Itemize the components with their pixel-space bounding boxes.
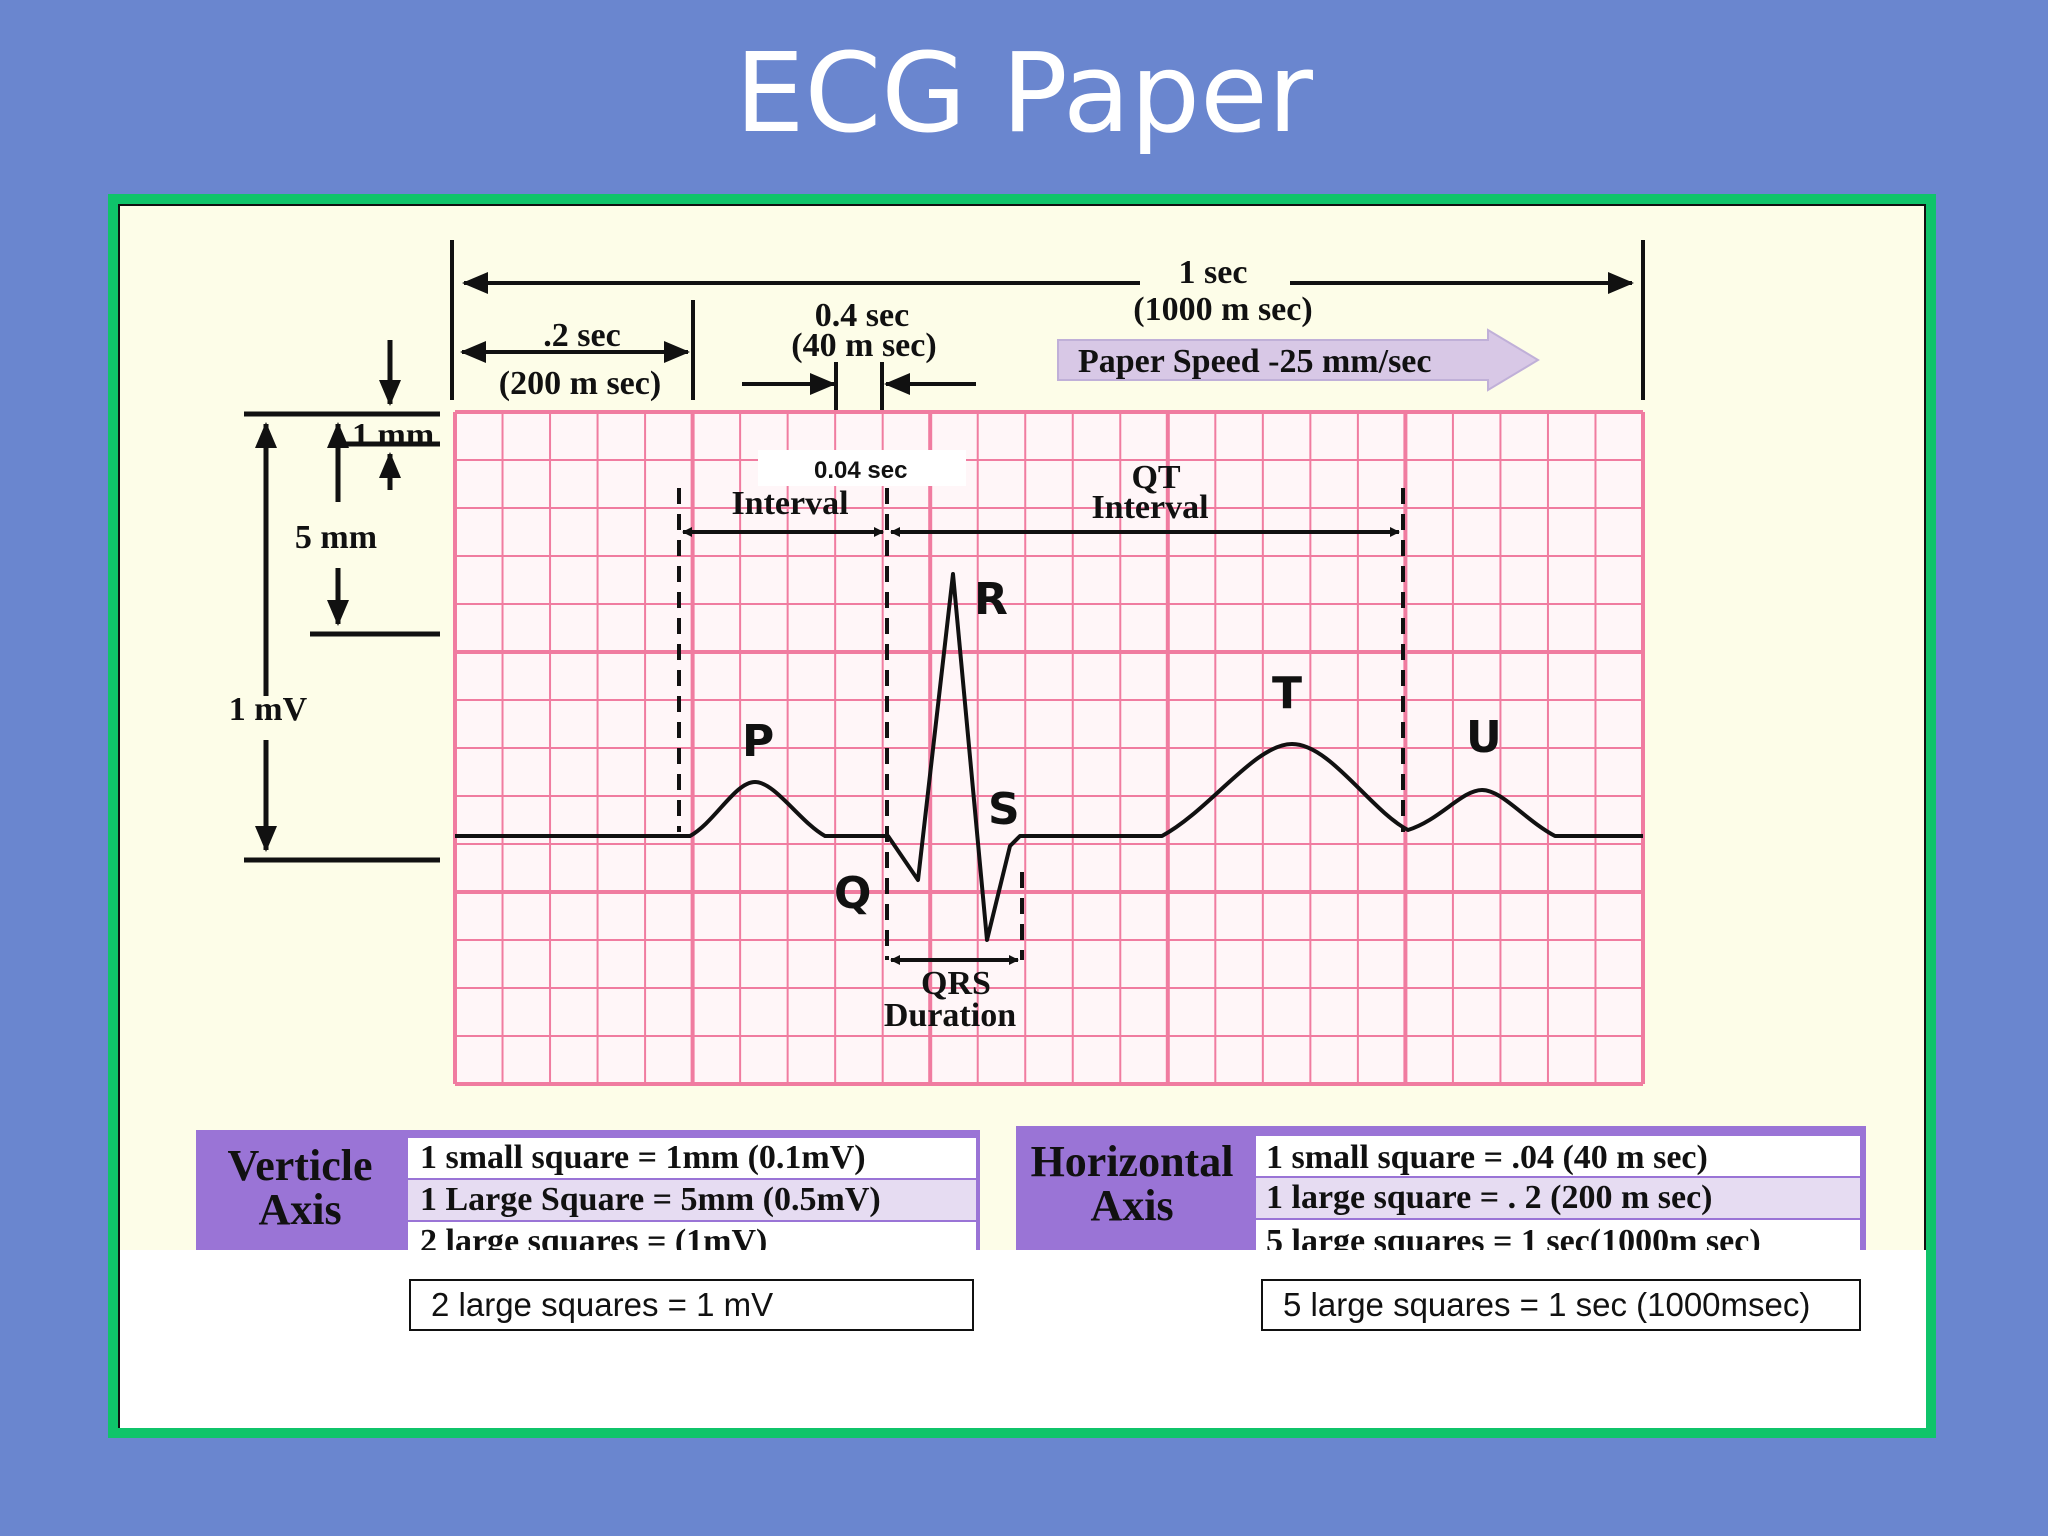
horizontal-axis-header-line1: Horizontal [1031, 1137, 1234, 1186]
vertical-scale [244, 340, 440, 863]
vertical-axis-header-line2: Axis [258, 1185, 341, 1234]
point2-ms-label: (200 m sec) [499, 365, 661, 402]
vertical-axis-table: Verticle Axis 1 small square = 1mm (0.1m… [196, 1130, 980, 1260]
qrs-label-line2: Duration [884, 997, 1016, 1034]
one-mm-label: 1 mm [352, 417, 434, 454]
notes-area [120, 1250, 1926, 1428]
vertical-axis-row: 1 Large Square = 5mm (0.5mV) [420, 1181, 881, 1218]
overlay-004-label: 0.04 sec [814, 457, 907, 484]
horizontal-axis-table: Horizontal Axis 1 small square = .04 (40… [1016, 1126, 1866, 1260]
wave-t-label: T [1272, 668, 1302, 719]
paper-speed-arrow [1057, 328, 1540, 392]
qrs-label-line1: QRS [921, 965, 991, 1002]
one-sec-ms-label: (1000 m sec) [1133, 291, 1312, 328]
wave-r-label: R [974, 574, 1008, 625]
horizontal-axis-row: 1 small square = .04 (40 m sec) [1266, 1139, 1708, 1176]
pr-interval-label: Interval [731, 485, 848, 522]
point2-sec-label: .2 sec [543, 317, 620, 354]
vertical-axis-row: 1 small square = 1mm (0.1mV) [420, 1139, 866, 1176]
one-sec-dimension [450, 240, 1645, 410]
wave-p-label: P [742, 716, 774, 767]
horizontal-note: 5 large squares = 1 sec (1000msec) [1261, 1279, 1861, 1331]
qt-label-line1: QT [1131, 459, 1180, 496]
five-mm-label: 5 mm [295, 519, 377, 556]
vertical-axis-header-line1: Verticle [228, 1141, 373, 1190]
interval-markers [677, 488, 1405, 960]
one-mv-label: 1 mV [229, 691, 308, 728]
point04-ms-label: (40 m sec) [791, 327, 936, 364]
wave-s-label: S [988, 784, 1020, 835]
label-mask [758, 450, 966, 486]
wave-q-label: Q [834, 868, 871, 919]
paper-speed-label: Paper Speed -25 mm/sec [1078, 343, 1431, 380]
vertical-note: 2 large squares = 1 mV [409, 1279, 974, 1331]
slide-title: ECG Paper [734, 29, 1314, 157]
ecg-waveform [455, 572, 1643, 942]
qt-label-line2: Interval [1091, 489, 1208, 526]
wave-u-label: U [1466, 712, 1502, 763]
one-sec-label: 1 sec [1179, 254, 1248, 291]
point04-sec-label: 0.4 sec [815, 297, 909, 334]
horizontal-axis-row: 1 large square = . 2 (200 m sec) [1266, 1179, 1713, 1216]
ecg-grid [453, 410, 1645, 1086]
interval-arrows [682, 527, 1400, 965]
horizontal-axis-header-line2: Axis [1090, 1181, 1173, 1230]
